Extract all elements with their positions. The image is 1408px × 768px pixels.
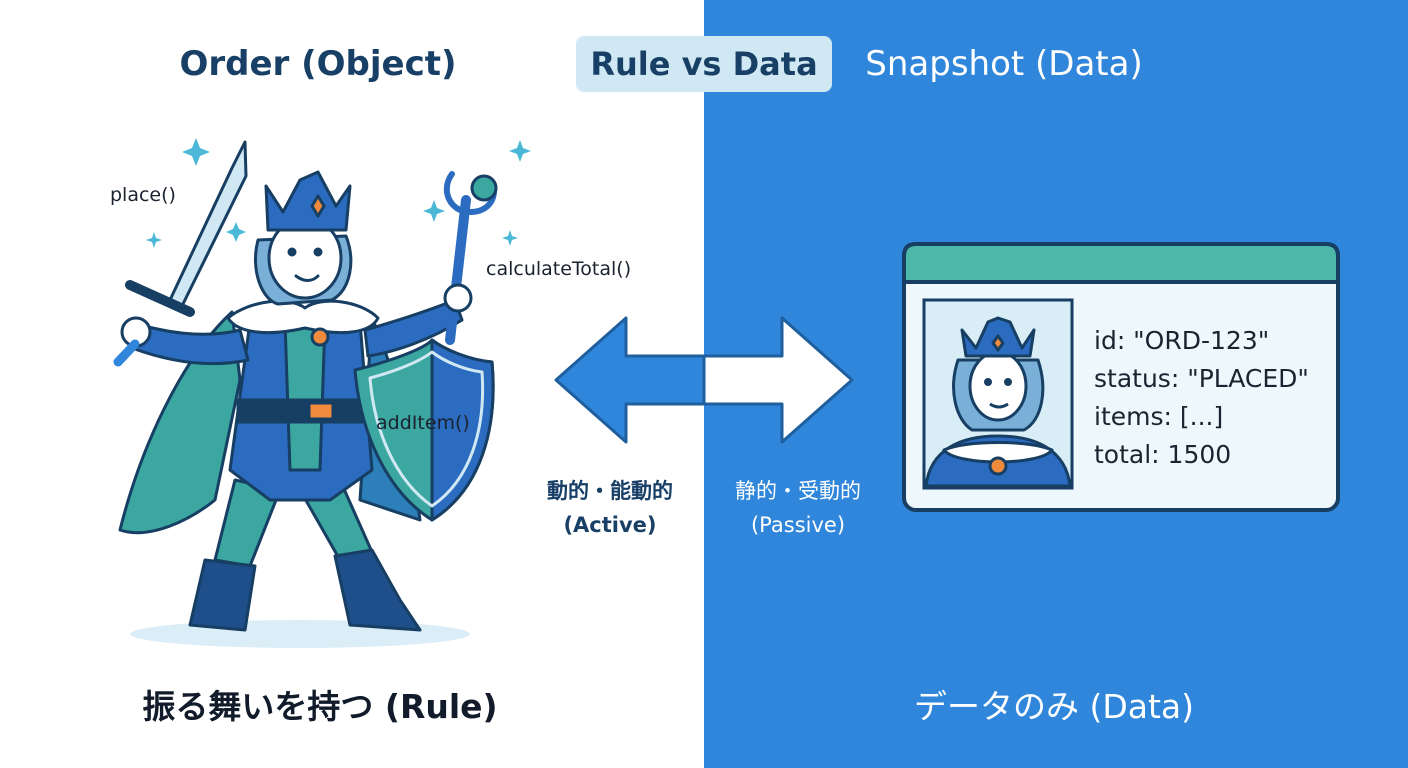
left-caption: 振る舞いを持つ (Rule)	[142, 687, 498, 726]
snapshot-card	[902, 242, 1340, 512]
method-label-place: place()	[110, 184, 176, 206]
arrow-left-icon	[554, 316, 706, 444]
right-caption: データのみ (Data)	[913, 687, 1195, 726]
method-label-add-item: addItem()	[376, 412, 470, 434]
active-label-en: (Active)	[563, 513, 657, 537]
card-field-items: items: [...]	[1094, 402, 1224, 431]
arrow-right-icon	[702, 316, 854, 444]
king-portrait-icon	[924, 316, 1072, 488]
sparkle-icons	[146, 138, 531, 248]
card-field-total: total: 1500	[1094, 440, 1232, 469]
passive-label: 静的・受動的 (Passive)	[708, 474, 888, 542]
passive-label-jp: 静的・受動的	[735, 479, 861, 503]
card-header-bar	[902, 242, 1340, 284]
passive-label-en: (Passive)	[750, 513, 846, 537]
left-title: Order (Object)	[179, 44, 457, 84]
active-label-jp: 動的・能動的	[547, 479, 673, 503]
card-field-status: status: "PLACED"	[1094, 364, 1309, 393]
knight-illustration	[113, 140, 498, 648]
active-label: 動的・能動的 (Active)	[520, 474, 700, 542]
center-badge: Rule vs Data	[576, 36, 832, 92]
double-arrow	[554, 316, 854, 444]
method-label-calculate-total: calculateTotal()	[486, 258, 632, 280]
card-field-id: id: "ORD-123"	[1094, 326, 1270, 355]
right-title: Snapshot (Data)	[865, 44, 1143, 84]
